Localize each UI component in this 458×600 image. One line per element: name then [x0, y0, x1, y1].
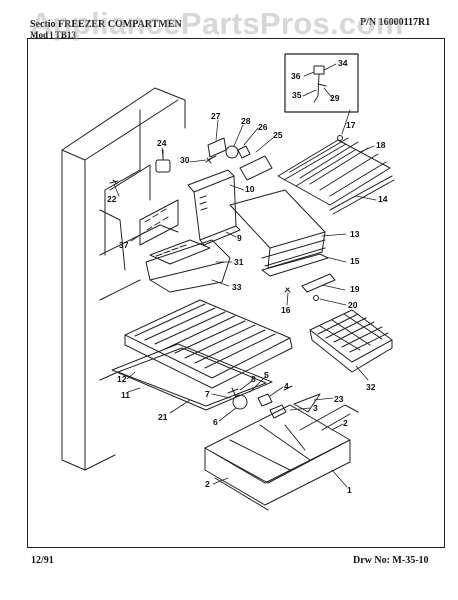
thermostat-part — [155, 149, 171, 173]
model-line: Mod l TB13 — [30, 30, 76, 40]
callout-18: 18 — [376, 140, 386, 150]
section-name: FREEZER COMPARTMEN — [58, 19, 182, 30]
damper-control-parts — [227, 385, 321, 419]
callout-14: 14 — [378, 194, 388, 204]
footer-date: 12/91 — [31, 555, 54, 566]
callout-34: 34 — [338, 58, 348, 68]
bracket-part-19-20 — [301, 273, 336, 301]
callout-15: 15 — [350, 256, 360, 266]
callout-35: 35 — [292, 90, 302, 100]
shelf-cover — [229, 189, 329, 277]
shelf-trim-14-edge — [332, 179, 395, 215]
cabinet-outline — [61, 87, 186, 471]
callout-2-right: 2 — [343, 418, 348, 428]
callout-28: 28 — [241, 116, 251, 126]
section-prefix: Sectio — [30, 19, 56, 30]
callout-32: 32 — [366, 382, 376, 392]
callout-36: 36 — [291, 71, 301, 81]
bottom-tray — [204, 404, 359, 506]
screw-part-17 — [337, 135, 343, 141]
callout-27: 27 — [211, 111, 221, 121]
callout-6: 6 — [213, 417, 218, 427]
callout-4: 4 — [284, 381, 289, 391]
callout-10: 10 — [245, 184, 255, 194]
callout-labels: 1 2 2 3 4 5 6 7 8 9 10 11 12 13 14 15 16… — [107, 58, 388, 495]
callout-3: 3 — [313, 403, 318, 413]
screw-part-30 — [205, 157, 213, 164]
callout-2-left: 2 — [205, 479, 210, 489]
air-duct — [187, 169, 241, 246]
inset-detail — [284, 53, 359, 113]
basket-grid — [309, 309, 393, 373]
callout-11: 11 — [121, 390, 130, 400]
callout-7: 7 — [205, 389, 210, 399]
callout-5: 5 — [264, 370, 269, 380]
section-title: Sectio FREEZER COMPARTMEN — [30, 19, 182, 30]
ice-tray — [149, 239, 211, 265]
callout-29: 29 — [330, 93, 340, 103]
callout-23: 23 — [334, 394, 344, 404]
screw-part-16 — [284, 287, 291, 293]
leader-lines — [113, 63, 377, 488]
callout-30: 30 — [180, 155, 190, 165]
callout-12: 12 — [117, 374, 127, 384]
evaporator-assembly — [139, 199, 179, 246]
callout-1: 1 — [347, 485, 352, 495]
shelf-trim-14 — [329, 175, 393, 211]
trim-strip-2-top — [321, 413, 351, 431]
callout-21: 21 — [158, 412, 168, 422]
callout-13: 13 — [350, 229, 360, 239]
callout-33: 33 — [232, 282, 242, 292]
callout-17: 17 — [346, 120, 356, 130]
freezer-wire-shelf — [277, 137, 391, 206]
callout-25: 25 — [273, 130, 283, 140]
ice-bin — [145, 239, 231, 293]
callout-26: 26 — [258, 122, 268, 132]
callout-20: 20 — [348, 300, 358, 310]
callout-16: 16 — [281, 305, 291, 315]
callout-8: 8 — [251, 374, 256, 384]
callout-9: 9 — [237, 233, 242, 243]
callout-31: 31 — [234, 257, 244, 267]
part-number: P/N 16000117R1 — [360, 17, 431, 28]
watermark-text: AppliancePartsPros.com — [30, 6, 404, 41]
shelf-frame — [111, 343, 273, 411]
diagram-frame — [27, 38, 445, 548]
callout-37: 37 — [119, 240, 129, 250]
footer-drawing-number: Drw No: M-35-10 — [353, 555, 429, 566]
lower-shelf — [124, 299, 293, 389]
screw-part-22 — [109, 179, 119, 185]
trim-strip-2-bottom — [214, 477, 269, 511]
callout-24: 24 — [157, 138, 167, 148]
callout-22: 22 — [107, 194, 117, 204]
callout-19: 19 — [350, 284, 360, 294]
